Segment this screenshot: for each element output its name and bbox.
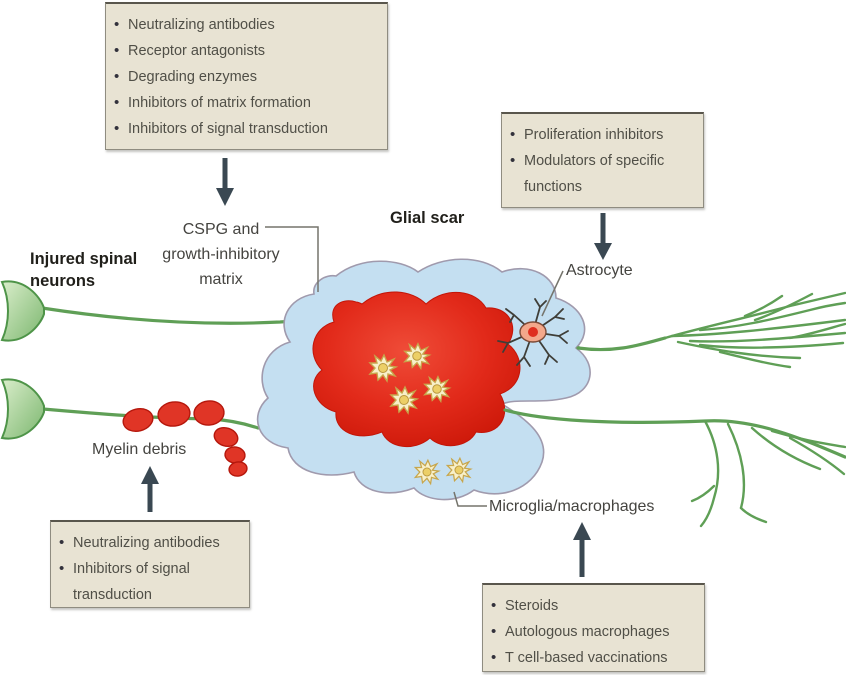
treatment-box-matrix-inhibition: •Neutralizing antibodies•Receptor antago… [105, 2, 388, 150]
injured-spinal-neurons-label: Injured spinal neurons [30, 250, 138, 290]
microglia-cell [414, 459, 440, 485]
arrow-right-treatments [594, 213, 612, 260]
treatment-box-microglia: •Steroids•Autologous macrophages•T cell-… [482, 583, 705, 672]
myelin-debris [122, 400, 248, 477]
treatment-list: •Neutralizing antibodies•Receptor antago… [114, 12, 379, 142]
arrow-bottom-right-treatments [573, 522, 591, 577]
axon-top-arbor [663, 291, 846, 369]
myelin-debris-label: Myelin debris [92, 441, 187, 458]
list-item: •Neutralizing antibodies [59, 530, 241, 556]
axon-bottom-left [41, 407, 260, 430]
list-item: •Steroids [491, 593, 696, 619]
bullet-icon: • [491, 597, 497, 614]
treatment-list: •Neutralizing antibodies•Inhibitors of s… [59, 530, 241, 608]
microglia-connector-line [453, 491, 487, 507]
axon-bottom-arbor [690, 419, 846, 528]
microglia-cell [369, 354, 397, 382]
axon-bottom-right [503, 408, 846, 459]
cspg-connector-line [265, 226, 319, 292]
bullet-icon: • [491, 623, 497, 640]
list-item: •Modulators of specific functions [510, 148, 695, 200]
list-item: •Inhibitors of signal transduction [114, 116, 379, 142]
list-item: •Receptor antagonists [114, 38, 379, 64]
lesion-core [312, 291, 521, 448]
astrocyte-label: Astrocyte [566, 262, 633, 279]
microglia-cell [390, 386, 418, 414]
neuron-body-top [0, 280, 45, 342]
astrocyte-cell [497, 298, 569, 367]
bullet-icon: • [510, 126, 516, 143]
bullet-icon: • [114, 16, 120, 33]
cspg-matrix-label: CSPG and growth-inhibitory matrix [162, 221, 280, 288]
bullet-icon: • [114, 120, 120, 137]
list-item: •Neutralizing antibodies [114, 12, 379, 38]
bullet-icon: • [114, 42, 120, 59]
microglia-cell [403, 342, 431, 370]
microglia-cell [446, 457, 472, 483]
treatment-box-astrocyte-modulation: •Proliferation inhibitors•Modulators of … [501, 112, 704, 208]
microglia-cell [423, 375, 451, 403]
astrocyte-connector-line [541, 270, 564, 317]
list-item: •Degrading enzymes [114, 64, 379, 90]
bullet-icon: • [510, 152, 516, 169]
list-item: •Inhibitors of matrix formation [114, 90, 379, 116]
glial-scar-label: Glial scar [390, 209, 465, 227]
arrow-bottom-left-treatments [141, 466, 159, 512]
neuron-body-bottom [0, 378, 45, 440]
list-item: •Inhibitors of signal transduction [59, 556, 241, 608]
treatment-list: •Proliferation inhibitors•Modulators of … [510, 122, 695, 200]
treatment-list: •Steroids•Autologous macrophages•T cell-… [491, 593, 696, 671]
list-item: •Autologous macrophages [491, 619, 696, 645]
bullet-icon: • [114, 68, 120, 85]
axon-top-exit [576, 336, 667, 352]
bullet-icon: • [491, 649, 497, 666]
list-item: •Proliferation inhibitors [510, 122, 695, 148]
microglia-macrophages-label: Microglia/macrophages [489, 498, 655, 515]
arrow-top-treatments [216, 158, 234, 206]
bullet-icon: • [59, 560, 65, 577]
bullet-icon: • [59, 534, 65, 551]
bullet-icon: • [114, 94, 120, 111]
treatment-box-myelin-debris: •Neutralizing antibodies•Inhibitors of s… [50, 520, 250, 608]
list-item: •T cell-based vaccinations [491, 645, 696, 671]
